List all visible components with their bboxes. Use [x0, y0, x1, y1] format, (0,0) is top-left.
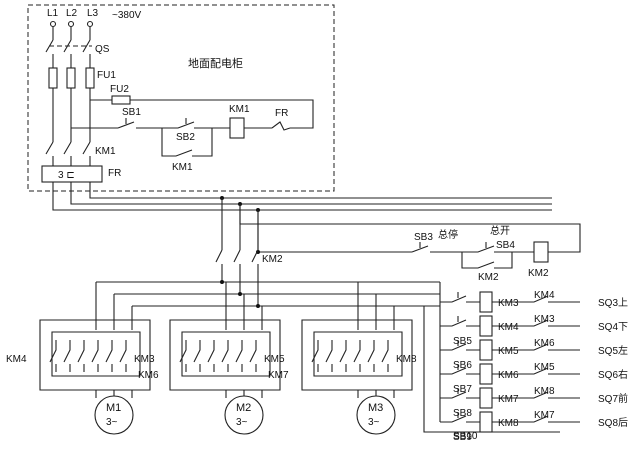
km1-aux-label: KM1	[172, 162, 193, 173]
coil-box	[479, 411, 493, 433]
fr-block-label: 3 ⊏	[58, 170, 75, 181]
motor-name: M2	[236, 402, 251, 414]
km1-main-contacts: KM1	[45, 141, 116, 157]
voltage-label: ~380V	[112, 10, 142, 21]
coil-box	[479, 315, 493, 337]
motor-right-contactor-a: KM3	[134, 354, 155, 365]
limit-switch-label: SQ4下	[598, 322, 628, 333]
phase-label-l3: L3	[87, 8, 99, 19]
qs-label: QS	[95, 44, 110, 55]
interlock-label: KM6	[534, 338, 555, 349]
interlock-label: KM3	[534, 314, 555, 325]
motor-phase: 3~	[106, 417, 118, 428]
sb1-label: SB1	[122, 107, 141, 118]
fu2-label: FU2	[110, 84, 129, 95]
km2-main-contacts: KM2	[215, 198, 283, 265]
sb2-label: SB2	[176, 132, 195, 143]
terminal-l2	[67, 20, 75, 28]
terminal-l3	[86, 20, 94, 28]
motor-m2	[224, 395, 264, 435]
interlock-label: KM8	[534, 386, 555, 397]
qs-switch: QS	[45, 39, 110, 55]
fu2-fuse	[111, 95, 131, 105]
sb1-button[interactable]: SB1	[117, 107, 141, 129]
limit-switch-label: SQ8后	[598, 417, 628, 429]
coil-label: KM3	[498, 298, 519, 309]
motor-m3	[356, 395, 396, 435]
motor-m1	[94, 395, 134, 435]
button-label: SB8	[453, 408, 472, 419]
motor-right-contactor-a: KM8	[396, 354, 417, 365]
cabinet-frame	[27, 4, 335, 192]
button-label: SB5	[453, 336, 472, 347]
limit-switch-label: SQ3上	[598, 297, 628, 309]
motor-right-contactor-a: KM5	[264, 354, 285, 365]
fr-contact-label: FR	[275, 108, 288, 119]
coil-label: KM5	[498, 346, 519, 357]
fr-element-label: FR	[108, 168, 121, 179]
sb10-label: SB10	[453, 431, 478, 442]
stop-label: 总停	[438, 228, 458, 241]
sb4-start-button[interactable]: SB4	[462, 240, 515, 253]
phase-label-l1: L1	[47, 8, 59, 19]
coil-label: KM6	[498, 370, 519, 381]
interlock-label: KM7	[534, 410, 555, 421]
limit-switch-label: SQ6右	[598, 368, 628, 381]
fu1-fuses: FU1	[48, 67, 116, 89]
motor-name: M1	[106, 402, 121, 414]
motor-name: M3	[368, 402, 383, 414]
fu1-label: FU1	[97, 70, 116, 81]
terminal-l1	[49, 20, 57, 28]
coil-box	[479, 291, 493, 313]
motor-left-contactor: KM4	[6, 354, 27, 365]
limit-switch-label: SQ7前	[598, 392, 628, 405]
coil-box	[479, 339, 493, 361]
start-label: 总开	[490, 224, 510, 237]
interlock-label: KM5	[534, 362, 555, 373]
coil-label: KM8	[498, 418, 519, 429]
km2-coil	[533, 241, 549, 263]
limit-switch-label: SQ5左	[598, 344, 628, 357]
coil-label: KM7	[498, 394, 519, 405]
km2-coil-label: KM2	[528, 268, 549, 279]
sb4-label: SB4	[496, 240, 515, 251]
motor-phase: 3~	[368, 417, 380, 428]
km2-main-label: KM2	[262, 254, 283, 265]
fr-contact	[271, 121, 291, 131]
sb3-label: SB3	[414, 232, 433, 243]
sb3-stop-button[interactable]: SB3	[411, 232, 433, 253]
cabinet-title: 地面配电柜	[188, 57, 243, 70]
fr-element	[41, 165, 103, 183]
motor-right-contactor-b: KM6	[138, 370, 159, 381]
km1-main-label: KM1	[95, 146, 116, 157]
coil-box	[479, 363, 493, 385]
km1-coil-label: KM1	[229, 104, 250, 115]
coil-label: KM4	[498, 322, 519, 333]
motor-right-contactor-b: KM7	[268, 370, 289, 381]
coil-box	[479, 387, 493, 409]
motor-phase: 3~	[236, 417, 248, 428]
interlock-label: KM4	[534, 290, 555, 301]
motor-group-3: M3 3~ KM8	[301, 282, 417, 435]
button-label: SB9	[453, 432, 472, 443]
km1-coil	[229, 117, 245, 139]
button-label: SB7	[453, 384, 472, 395]
phase-terminals: L1 L2 L3	[47, 8, 99, 28]
phase-label-l2: L2	[66, 8, 78, 19]
km2-aux-label: KM2	[478, 272, 499, 283]
button-label: SB6	[453, 360, 472, 371]
